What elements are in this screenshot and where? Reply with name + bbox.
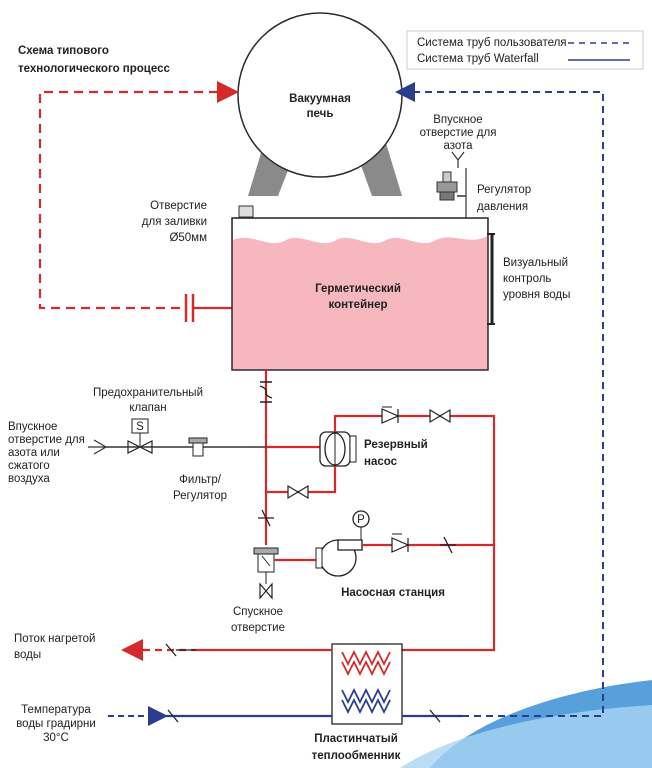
cooling-water-out-valve-icon: [429, 709, 441, 723]
vacuum-furnace-label-line2: печь: [307, 108, 334, 120]
nitrogen-inlet-top-label-2: отверстие для: [420, 127, 497, 139]
reserve-pump-label-2: насос: [364, 456, 398, 468]
pressure-gauge-symbol: P: [357, 514, 365, 526]
gate-valve-reserve-icon: [429, 408, 451, 424]
cooling-tower-temp-label-2: воды градирни: [16, 718, 96, 730]
cooling-tower-temp-label-3: 30°C: [43, 732, 69, 744]
nitrogen-inlet-top-icon: [451, 151, 465, 168]
cooling-tower-temp-label-1: Температура: [21, 704, 91, 716]
sealed-container-label-2: контейнер: [328, 299, 387, 311]
gas-inlet-left-label-3: азота или: [8, 447, 60, 459]
check-valve-pump-icon: [391, 533, 410, 553]
gas-inlet-left-label-1: Впускное: [8, 421, 57, 433]
drain-valve-icon: [259, 582, 273, 600]
strainer-icon: [253, 547, 279, 573]
hot-water-flow-label-1: Поток нагретой: [14, 633, 95, 645]
gas-inlet-left-label-4: сжатого: [8, 460, 50, 472]
diagram-title-line1: Схема типового: [18, 45, 109, 57]
exchanger-hot-coil: [341, 649, 391, 677]
hot-water-flow-label-2: воды: [14, 649, 41, 661]
fill-opening-label-1: Отверстие: [150, 200, 207, 212]
nitrogen-inlet-top-label-3: азота: [443, 140, 473, 152]
reserve-pump-outlet-pipe: [333, 414, 496, 545]
nitrogen-inlet-top-label-1: Впускное: [433, 114, 482, 126]
butterfly-valve-icon: [258, 509, 274, 527]
centrifugal-pump-icon: [315, 539, 363, 577]
supply-pipe-blue-dashed: [395, 82, 604, 717]
sealed-container-label-1: Герметический: [315, 283, 401, 295]
legend-box: [406, 30, 644, 70]
drain-label-1: Спускное: [233, 606, 283, 618]
level-gauge-label-1: Визуальный: [503, 257, 568, 269]
safety-valve-symbol: S: [136, 421, 144, 433]
gas-inlet-left-label-5: воздуха: [8, 473, 50, 485]
gas-inlet-left-icon: [88, 439, 108, 455]
butterfly-valve-pump-icon: [440, 536, 456, 554]
hot-water-valve-icon: [165, 643, 196, 657]
sealed-container: [231, 217, 489, 371]
gate-valve-bypass-icon: [287, 484, 309, 500]
fill-opening-label-2: для заливки: [142, 216, 207, 228]
reserve-pump-bypass-pipe: [266, 466, 337, 494]
return-pipe-red-dashed: [38, 81, 239, 310]
plate-exchanger-label-1: Пластинчатый: [314, 733, 398, 745]
decorative-wave-light: [400, 705, 652, 768]
fill-opening-label-3: Ø50мм: [169, 232, 207, 244]
cooling-water-valve-icon: [167, 709, 179, 723]
diagram-title-line2: технологического процесс: [18, 63, 171, 75]
pressure-regulator-icon: [436, 171, 466, 201]
level-gauge-label-2: контроль: [503, 273, 551, 285]
exchanger-cold-coil: [341, 687, 391, 715]
reserve-pump-label-1: Резервный: [364, 439, 428, 451]
drain-label-2: отверстие: [231, 622, 285, 634]
plate-exchanger-label-2: теплообменник: [312, 750, 401, 762]
pressure-regulator-label-2: давления: [477, 201, 528, 213]
filter-regulator-label-2: Регулятор: [173, 490, 227, 502]
flex-joint-icon: [259, 381, 273, 403]
fill-opening-cap: [238, 205, 254, 218]
check-valve-reserve-icon: [381, 406, 400, 424]
vacuum-furnace-label-line1: Вакуумная: [289, 93, 351, 105]
pump-station-label: Насосная станция: [341, 587, 445, 599]
safety-valve-label-1: Предохранительный: [93, 387, 203, 399]
gas-inlet-left-label-2: отверстие для: [8, 434, 85, 446]
filter-regulator-label-1: Фильтр/: [179, 474, 222, 486]
legend-user-pipes-label: Система труб пользователя: [417, 37, 567, 49]
reserve-pump-icon: [319, 431, 357, 467]
legend-waterfall-pipes-label: Система труб Waterfall: [417, 53, 539, 65]
container-water-surface: [233, 219, 487, 244]
level-gauge-label-3: уровня воды: [503, 289, 570, 301]
discharge-to-exchanger-pipe: [402, 545, 496, 652]
pressure-regulator-label-1: Регулятор: [477, 184, 531, 196]
filter-regulator-icon: [188, 437, 208, 457]
safety-valve-label-2: клапан: [129, 402, 166, 414]
